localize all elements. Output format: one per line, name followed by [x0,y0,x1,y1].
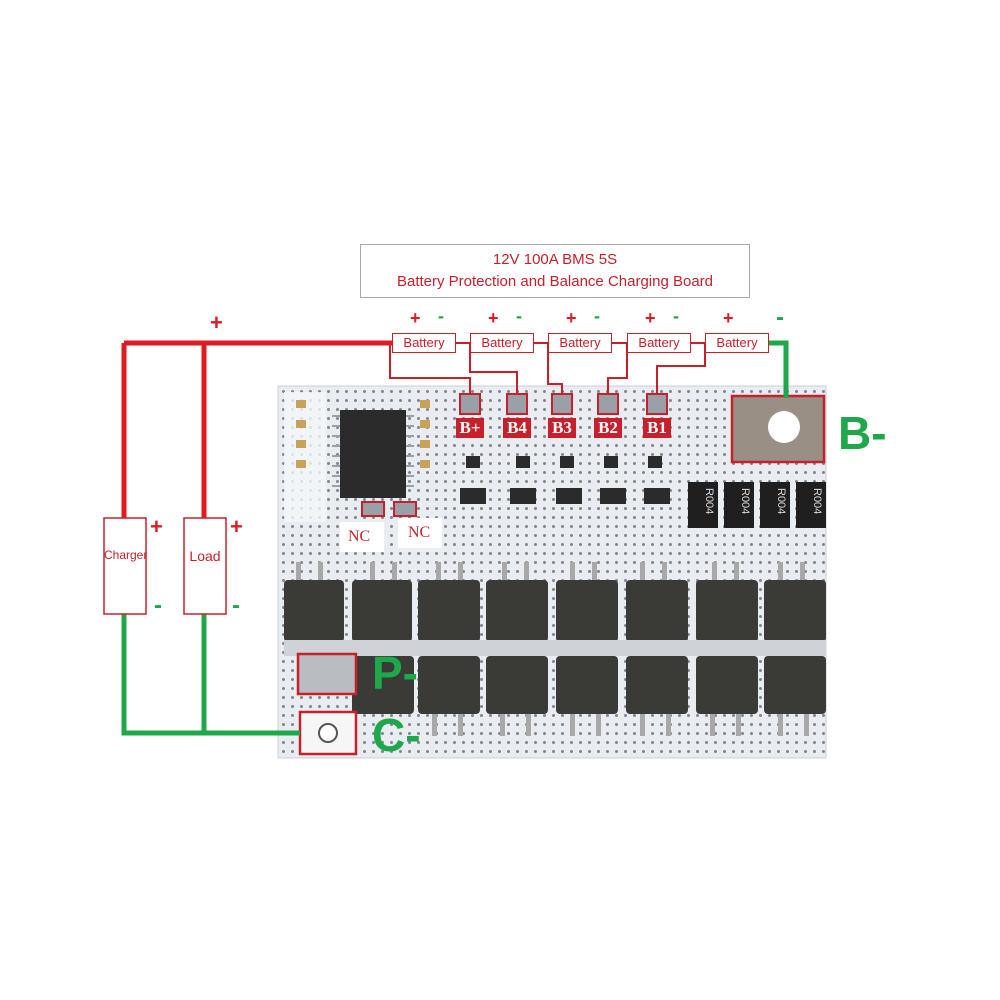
battery-cell-3: Battery [548,333,612,353]
battery-5-minus: - [776,304,784,331]
charger-device [103,517,147,615]
terminal-label-c-minus: C- [372,709,421,761]
mosfet-row-bottom [352,656,826,736]
battery-cell-2: Battery [470,333,534,353]
nc-label-2: NC [408,524,431,541]
balance-leads [389,343,706,394]
resistor-mark: R004 [811,488,823,514]
battery-cell-1: Battery [392,333,456,353]
title-line-2: Battery Protection and Balance Charging … [396,273,714,290]
pin-label-b2: B2 [598,418,618,437]
pin-label-b4: B4 [507,418,527,437]
title-line-1: 12V 100A BMS 5S [492,251,618,268]
negative-wire [121,340,789,736]
terminal-label-b-minus: B- [838,407,887,459]
positive-wire [121,340,392,518]
battery-3-minus: - [594,306,600,326]
balance-transistors [460,456,670,504]
pin-label-b1: B1 [647,418,667,437]
pcb-board: R004 R004 R004 R004 [277,385,827,759]
charger-plus-mark: + [150,514,163,539]
battery-2-minus: - [516,306,522,326]
load-minus-mark: - [232,592,240,619]
nc-pads [340,501,442,552]
pin-label-b-plus: B+ [459,418,481,437]
battery-1-minus: - [438,306,444,326]
main-positive-mark: + [210,310,223,335]
mosfet-row-top [284,562,826,642]
nc-label-1: NC [348,528,371,545]
battery-5-plus: + [723,308,734,328]
bms-ic-chip [332,410,414,498]
battery-4-plus: + [645,308,656,328]
resistor-mark: R004 [775,488,787,514]
charger-minus-mark: - [154,592,162,619]
pin-label-b3: B3 [552,418,572,437]
load-label: Load [189,548,221,564]
balance-pin-pads [459,393,668,415]
charger-label: Charger [104,548,148,562]
p-minus-pad [296,652,358,696]
battery-2-plus: + [488,308,499,328]
terminal-label-p-minus: P- [372,647,418,699]
load-plus-mark: + [230,514,243,539]
resistor-mark: R004 [739,488,751,514]
b-minus-pad [730,394,826,464]
battery-cell-4: Battery [627,333,691,353]
sense-resistors: R004 R004 R004 R004 [688,482,826,528]
diagram-title: 12V 100A BMS 5S Battery Protection and B… [360,244,750,298]
battery-cell-5: Battery [705,333,769,353]
battery-3-plus: + [566,308,577,328]
load-device [183,517,227,615]
battery-4-minus: - [673,306,679,326]
resistor-mark: R004 [703,488,715,514]
c-minus-pad [298,710,358,756]
battery-1-plus: + [410,308,421,328]
